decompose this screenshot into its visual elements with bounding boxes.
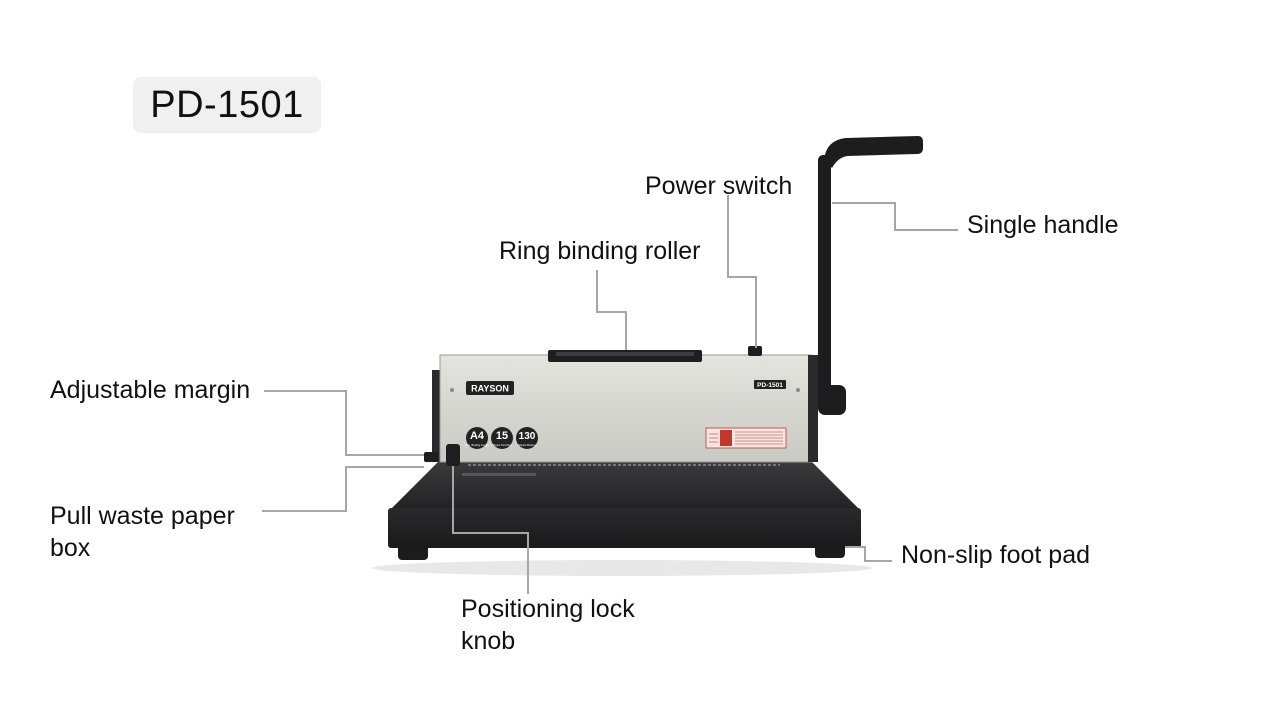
leader-lines bbox=[262, 195, 958, 594]
spec-badge-a4-caption: Max. Binding Length bbox=[465, 443, 489, 447]
leader-adjustable-margin bbox=[264, 390, 424, 456]
base-top bbox=[390, 462, 860, 510]
model-plate bbox=[754, 380, 786, 389]
leader-power-switch bbox=[727, 195, 757, 348]
leader-pull-waste-paper-box bbox=[262, 466, 424, 512]
leader-positioning-lock-knob bbox=[452, 466, 529, 594]
label-pull-waste-paper-box: Pull waste paper box bbox=[50, 500, 235, 564]
body-right-cap bbox=[808, 355, 818, 462]
spec-badge-15-caption: Sheets Punching bbox=[492, 443, 512, 447]
brand-logo: RAYSON bbox=[471, 384, 509, 394]
label-positioning-lock-knob-line1: Positioning lock bbox=[461, 595, 635, 623]
adjustable-margin-knob bbox=[424, 452, 438, 462]
label-adjustable-margin: Adjustable margin bbox=[50, 376, 251, 404]
spec-badge-130-caption: Sheets Binding bbox=[518, 443, 536, 447]
base-front bbox=[388, 508, 861, 548]
body-left-cap bbox=[432, 370, 442, 462]
waste-box-slot bbox=[462, 473, 536, 476]
model-title: PD-1501 bbox=[133, 77, 321, 133]
spec-badge-15-value: 15 bbox=[496, 430, 508, 442]
screw-right bbox=[796, 388, 800, 392]
label-pull-waste-paper-box-line1: Pull waste paper bbox=[50, 502, 235, 530]
spec-badge-130: 130 Sheets Binding bbox=[516, 427, 538, 449]
label-power-switch: Power switch bbox=[645, 172, 793, 200]
model-plate-text: PD-1501 bbox=[757, 382, 783, 389]
label-positioning-lock-knob-line2: knob bbox=[461, 627, 516, 655]
warning-label bbox=[705, 427, 787, 449]
spec-badge-a4-value: A4 bbox=[470, 430, 485, 442]
spec-badge-a4: A4 Max. Binding Length bbox=[465, 427, 489, 449]
label-single-handle: Single handle bbox=[967, 211, 1119, 239]
power-switch bbox=[748, 346, 762, 356]
label-positioning-lock-knob: Positioning lock knob bbox=[461, 593, 635, 657]
base-shadow bbox=[372, 560, 872, 576]
screw-left bbox=[450, 388, 454, 392]
positioning-lock-knob bbox=[446, 444, 460, 466]
spec-badge-130-value: 130 bbox=[519, 431, 536, 442]
label-ring-binding-roller: Ring binding roller bbox=[499, 237, 701, 265]
leader-single-handle bbox=[832, 202, 958, 231]
single-handle bbox=[818, 136, 923, 415]
label-pull-waste-paper-box-line2: box bbox=[50, 534, 91, 562]
leader-ring-binding-roller bbox=[596, 270, 627, 350]
brand-plate bbox=[466, 381, 514, 395]
label-non-slip-foot-pad: Non-slip foot pad bbox=[901, 541, 1091, 569]
leader-non-slip-foot-pad bbox=[845, 546, 892, 562]
spec-badge-15: 15 Sheets Punching bbox=[491, 427, 513, 449]
